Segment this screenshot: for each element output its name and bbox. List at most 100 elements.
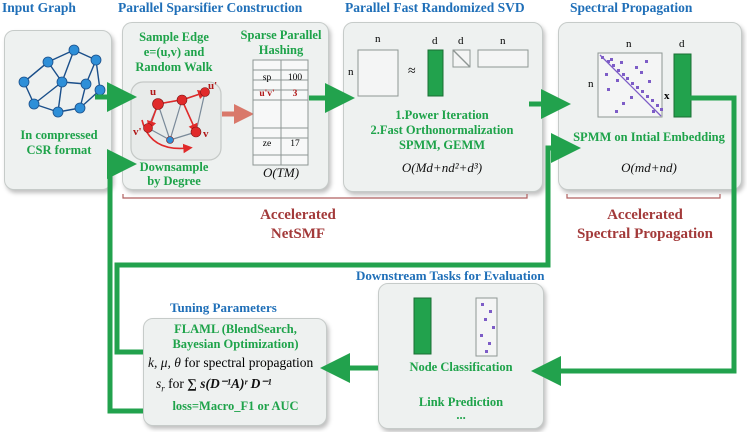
sparse-dot [648, 80, 651, 83]
link-dot [485, 350, 488, 353]
spmm-green-matrix [673, 53, 692, 118]
link-dot [484, 318, 487, 321]
svd-complexity: O(Md+nd²+d³) [401, 160, 483, 175]
flaml-1: FLAML (BlendSearch, [174, 322, 297, 336]
sparse-dot [626, 77, 629, 80]
spmm-caption: SPMM on Intial Embedding [573, 130, 725, 144]
svd-title: Parallel Fast Randomized SVD [345, 0, 525, 15]
sample-edge-2: e=(u,v) and [143, 45, 205, 59]
tuning-panel [143, 318, 327, 426]
svd-step-2: 2.Fast Orthonormalization [370, 123, 514, 137]
hash-key-1: sp [262, 73, 272, 83]
hash-key-2: u'v' [259, 89, 275, 99]
svd-label-d1: d [432, 35, 438, 47]
tuning-params-suffix: for spectral propagation [180, 355, 314, 370]
accel-netsmf-2: NetSMF [270, 226, 326, 242]
link-pred-dots [480, 303, 495, 353]
downstream-title: Downstream Tasks for Evaluation [356, 268, 545, 283]
sparsifier-title: Parallel Sparsifier Construction [118, 0, 303, 15]
sparse-dot [622, 73, 625, 76]
sparse-dot [620, 61, 623, 64]
sparse-dot [651, 99, 654, 102]
tuning-sr: sr for ∑ s(D⁻¹A)ʳ D⁻¹ [156, 376, 272, 394]
sparse-dot [641, 90, 644, 93]
spmm-label-n-left: n [588, 78, 594, 90]
spmm-label-d: d [679, 38, 685, 50]
svd-label-n-top: n [375, 33, 381, 45]
downstream-panel [378, 283, 544, 429]
sparse-dot [660, 108, 663, 111]
tuning-params: k, μ, θ for spectral propagation [148, 355, 313, 371]
sparse-dot [640, 71, 643, 74]
sparse-dot [617, 69, 620, 72]
svd-green-matrix [427, 49, 444, 97]
hashing-2: Hashing [258, 43, 304, 57]
hash-val-3: 17 [290, 139, 300, 149]
downstream-more: ... [456, 408, 466, 422]
tuning-params-symbols: k, μ, θ [148, 355, 181, 370]
accel-netsmf-1: Accelerated [260, 207, 336, 223]
sparse-dot [607, 60, 610, 63]
tuning-title: Tuning Parameters [170, 300, 277, 315]
flow-arrows [95, 82, 737, 414]
input-graph-title: Input Graph [2, 0, 76, 15]
downsample-2: by Degree [147, 174, 201, 188]
downsample-1: Downsample [139, 160, 209, 174]
spectral-title: Spectral Propagation [570, 0, 693, 15]
tuning-formula: ∑ s(D⁻¹A)ʳ D⁻¹ [187, 376, 272, 391]
tuning-sr-sub: r [161, 383, 165, 394]
sample-edge-3: Random Walk [135, 60, 213, 74]
node-classification: Node Classification [409, 360, 513, 374]
svd-approx: ≈ [408, 64, 416, 79]
node-label-v: v [203, 128, 209, 140]
svd-step-1: 1.Power Iteration [395, 108, 489, 122]
hash-table [252, 59, 309, 166]
accel-spectral-2: Spectral Propagation [577, 226, 713, 242]
tuning-loss: loss=Macro_F1 or AUC [172, 399, 299, 413]
svd-label-n-right: n [500, 35, 506, 47]
spectral-complexity: O(md+nd) [621, 160, 677, 175]
sparse-dot [616, 79, 619, 82]
sparse-dot [656, 104, 659, 107]
node-cls-green-bar [413, 297, 432, 355]
link-dot [480, 334, 483, 337]
flaml-2: Bayesian Optimization) [172, 337, 299, 351]
node-label-u-prime: u' [208, 80, 218, 92]
sparse-dot [635, 66, 638, 69]
input-graph-caption-1: In compressed [20, 128, 98, 142]
sparse-diagonal [599, 54, 662, 117]
svd-step-3: SPMM, GEMM [398, 138, 486, 152]
tuning-sr-for: for [164, 376, 188, 391]
svd-label-n-left: n [348, 66, 354, 78]
link-prediction: Link Prediction [418, 395, 504, 409]
svd-label-d2: d [458, 35, 464, 47]
node-label-v-prime: v' [133, 126, 142, 138]
svd-wide-matrix [477, 49, 529, 68]
sparse-dot [646, 95, 649, 98]
sparse-dot [630, 96, 633, 99]
svd-square-matrix [357, 49, 399, 97]
hash-val-2: 3 [292, 89, 298, 99]
input-graph-caption-2: CSR format [26, 143, 92, 157]
node-label-u: u [150, 86, 157, 98]
sparse-dot [610, 58, 613, 61]
hash-key-3: ze [262, 139, 272, 149]
sparse-dot [645, 60, 648, 63]
sparse-dot [615, 110, 618, 113]
sample-edge-1: Sample Edge [139, 30, 209, 44]
link-dot [488, 342, 491, 345]
input-graph-nodes [18, 44, 106, 118]
tuning-sr-symbol: s [156, 376, 162, 391]
sparsifier-complexity: O(TM) [262, 165, 300, 180]
spmm-label-n-top: n [626, 38, 632, 50]
sparse-dot [622, 102, 625, 105]
sparse-dot [605, 73, 608, 76]
sparse-dot [607, 88, 610, 91]
accel-spectral-1: Accelerated [607, 207, 683, 223]
spmm-dots [599, 54, 663, 117]
link-dot [492, 326, 495, 329]
hash-val-1: 100 [287, 73, 303, 83]
link-dot [489, 310, 492, 313]
sparse-dot [612, 64, 615, 67]
